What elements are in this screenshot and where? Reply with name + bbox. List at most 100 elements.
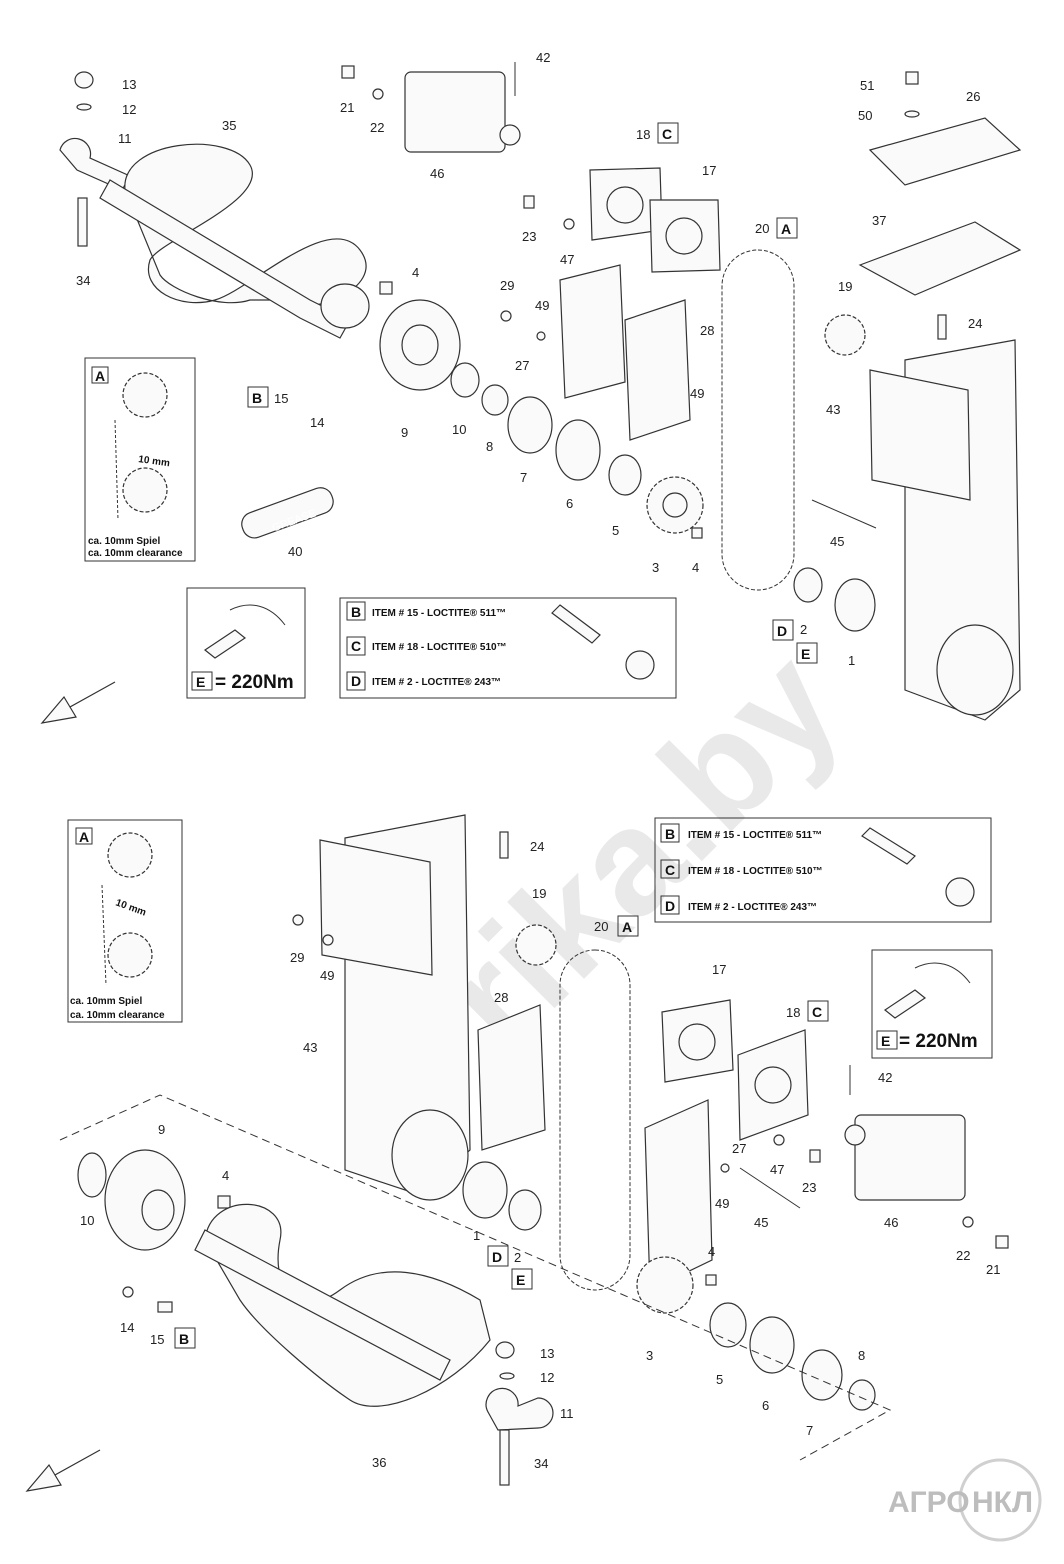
detail-sprocket-upper xyxy=(122,372,168,418)
hand-icon-b xyxy=(914,962,971,984)
flange-bore xyxy=(401,324,439,366)
bolt-45 xyxy=(811,499,877,529)
callout: 3 xyxy=(652,560,659,575)
box-c-bottom: C xyxy=(812,1004,822,1020)
spacer-8 xyxy=(481,384,509,416)
plate-37 xyxy=(858,221,1022,296)
washer-22 xyxy=(372,88,384,100)
grease-tube-40: GREASE xyxy=(241,487,334,539)
box-a-bottom: A xyxy=(622,919,632,935)
callout: 46 xyxy=(884,1215,898,1230)
o-ring-10 xyxy=(450,362,480,398)
callout: 6 xyxy=(566,496,573,511)
washer-49 xyxy=(536,331,546,341)
plate-18-hole xyxy=(606,186,644,224)
loctite-key-b: B xyxy=(351,604,361,620)
callout: 21 xyxy=(986,1262,1000,1277)
hydraulic-motor-46b xyxy=(854,1114,966,1201)
callout: 15 xyxy=(150,1332,164,1347)
callout: 1 xyxy=(473,1228,480,1243)
loctite-key-d: D xyxy=(351,673,361,689)
collar-11b xyxy=(485,1387,554,1431)
bolt-51 xyxy=(905,71,919,85)
box-e-bottom: E xyxy=(516,1272,525,1288)
pin-24 xyxy=(937,314,947,340)
callout: 4 xyxy=(222,1168,229,1183)
bearing-6b xyxy=(749,1316,795,1374)
callout: 29 xyxy=(500,278,514,293)
brand-circle xyxy=(958,1458,1042,1542)
bearing-1b xyxy=(462,1161,508,1219)
callout: 13 xyxy=(540,1346,554,1361)
o-ring-10b xyxy=(77,1152,107,1198)
loctite-bottle-icon-b xyxy=(861,827,916,865)
callout: 49 xyxy=(320,968,334,983)
callout: 4 xyxy=(692,560,699,575)
bearing-6 xyxy=(555,419,601,481)
cap-nut-13b xyxy=(495,1341,515,1359)
bolt-15b xyxy=(157,1301,173,1313)
callout: 50 xyxy=(858,108,872,123)
loctite-bottle-icon xyxy=(551,604,601,644)
key-4d xyxy=(705,1274,717,1286)
loctite-line-c: ITEM # 18 - LOCTITE® 510™ xyxy=(372,642,507,653)
callout: 18 xyxy=(786,1005,800,1020)
loctite-key-b2: B xyxy=(665,826,675,842)
top-assembly: GREASE A 10 mm ca. 10mm Spiel ca. 10mm c… xyxy=(40,50,1022,724)
callout: 14 xyxy=(120,1320,134,1335)
washer-49b xyxy=(322,934,334,946)
callout: 7 xyxy=(520,470,527,485)
callout: 4 xyxy=(708,1244,715,1259)
key-4b xyxy=(691,527,703,539)
callout: 42 xyxy=(878,1070,892,1085)
callout: 10 xyxy=(452,422,466,437)
loctite-nut-icon-b xyxy=(945,877,975,907)
torque-letter: E xyxy=(196,674,205,690)
plate-28 xyxy=(624,299,691,441)
callout: 5 xyxy=(612,523,619,538)
bolt-21b xyxy=(995,1235,1009,1249)
bolt-23 xyxy=(523,195,535,209)
plate-18b-hole xyxy=(754,1066,792,1104)
brand-right: НКЛ xyxy=(972,1486,1033,1519)
loctite-line-b: ITEM # 15 - LOCTITE® 511™ xyxy=(372,608,506,619)
clearance-de-b: ca. 10mm Spiel xyxy=(70,996,142,1007)
callout: 35 xyxy=(222,118,236,133)
callout: 12 xyxy=(122,102,136,117)
bolt-34b xyxy=(499,1429,510,1486)
callout: 13 xyxy=(122,77,136,92)
collar-11 xyxy=(59,137,131,191)
callout: 42 xyxy=(536,50,550,65)
plate-26 xyxy=(868,117,1022,186)
hydraulic-motor-46 xyxy=(404,71,506,153)
callout: 8 xyxy=(858,1348,865,1363)
callout: 22 xyxy=(370,120,384,135)
callout: 14 xyxy=(310,415,324,430)
callout: 15 xyxy=(274,391,288,406)
callout: 9 xyxy=(158,1122,165,1137)
callout: 22 xyxy=(956,1248,970,1263)
callout: 17 xyxy=(702,163,716,178)
motor-shaft xyxy=(499,124,521,146)
callout: 27 xyxy=(732,1141,746,1156)
detail-a-bottom: A 10 mm ca. 10mm Spiel ca. 10mm clearanc… xyxy=(67,819,183,1023)
box-e-top: E xyxy=(801,646,810,662)
callout: 17 xyxy=(712,962,726,977)
top-callouts: 13 12 11 35 34 21 22 42 46 18 17 23 47 2… xyxy=(76,50,982,668)
bolt-34 xyxy=(77,197,88,247)
washer-50 xyxy=(904,110,920,118)
shaft-end xyxy=(320,283,370,329)
callout: 47 xyxy=(560,252,574,267)
callout: 9 xyxy=(401,425,408,440)
plate-17-hole xyxy=(665,217,703,255)
callout: 4 xyxy=(412,265,419,280)
plate-27b xyxy=(644,1099,713,1291)
auger-shaft xyxy=(99,179,351,339)
seal-7b xyxy=(801,1349,843,1401)
box-c-top: C xyxy=(662,126,672,142)
detail-chain-b xyxy=(101,884,107,986)
callout: 40 xyxy=(288,544,302,559)
clearance-de: ca. 10mm Spiel xyxy=(88,536,160,547)
washer-49c xyxy=(720,1163,730,1173)
detail-dim-b: 10 mm xyxy=(114,897,148,918)
